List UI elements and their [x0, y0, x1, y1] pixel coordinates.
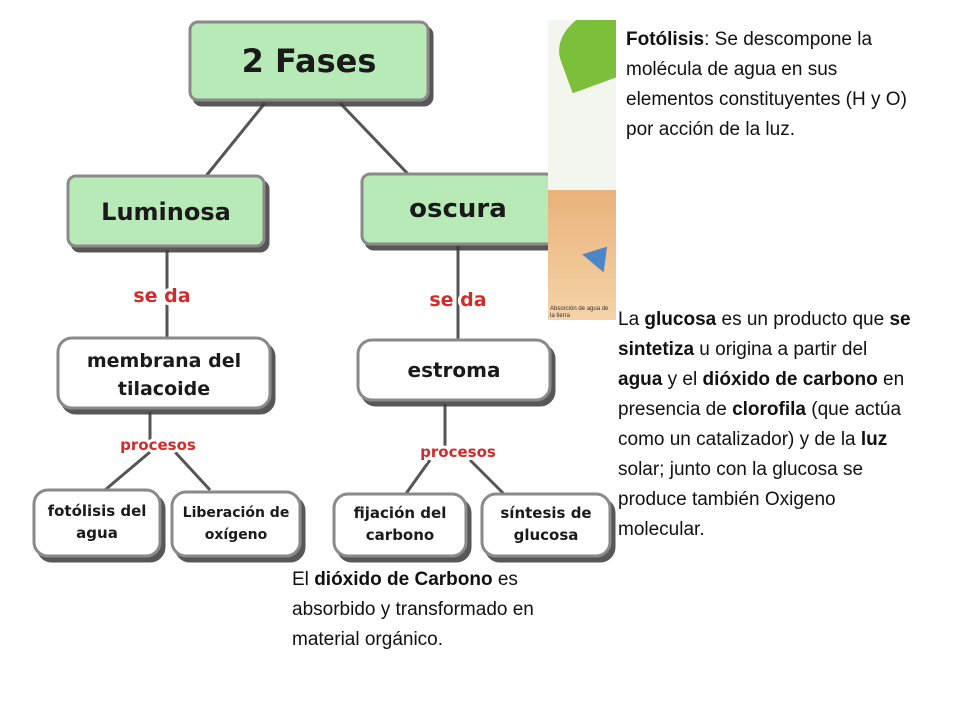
note-text: es absorbido y transformado en material …: [292, 569, 534, 650]
location-label: estroma: [408, 358, 501, 382]
emphasis-text: clorofila: [732, 399, 806, 420]
note-text: (que actúa como un catalizador) y de la: [618, 399, 902, 450]
label-line: tilacoide: [118, 378, 210, 400]
note-text: es un producto que: [716, 309, 890, 330]
location-label: membrana del tilacoide: [87, 350, 241, 400]
phase-label: oscura: [409, 194, 507, 224]
connector-lines: [104, 101, 507, 497]
label-line: síntesis de: [500, 504, 591, 522]
emphasis-text: glucosa: [644, 309, 717, 330]
label-line: agua: [76, 524, 118, 542]
note-text: y el: [662, 369, 703, 390]
process-node: síntesis de glucosa: [480, 492, 612, 558]
label-line: fotólisis del: [48, 502, 147, 520]
plant-illustration: Absorción de agua de la tierra: [548, 20, 616, 320]
dioxido-note: El dióxido de Carbono es absorbido y tra…: [292, 565, 592, 655]
label-line: glucosa: [514, 526, 579, 544]
note-text: El: [292, 569, 315, 590]
label-line: oxígeno: [205, 527, 268, 543]
phase-node-oscura: oscura: [360, 172, 556, 246]
illustration-caption: Absorción de agua de la tierra: [550, 306, 609, 319]
phase-node-luminosa: Luminosa: [66, 174, 266, 248]
note-text: solar; junto con la glucosa se produce t…: [618, 459, 864, 540]
emphasis-text: luz: [860, 429, 888, 450]
connector-label: se da: [429, 289, 486, 311]
title-text: 2 Fases: [242, 42, 377, 80]
label-line: membrana del: [87, 350, 241, 372]
location-node-tilacoide: membrana del tilacoide: [56, 336, 272, 410]
note-text: en presencia de: [618, 369, 905, 420]
connector-label: se da: [133, 285, 190, 307]
note-term: Fotólisis: [626, 29, 705, 50]
soil-shape: [548, 190, 616, 320]
note-text: : Se descompone la molécula de agua en s…: [626, 29, 907, 140]
note-text: u origina a partir del: [694, 339, 868, 360]
leaf-shape: [548, 20, 616, 94]
process-node: fijación del carbono: [332, 492, 468, 558]
emphasis-text: dióxido de carbono: [702, 369, 878, 390]
location-node-estroma: estroma: [356, 338, 552, 402]
label-line: carbono: [366, 526, 434, 544]
title-node: 2 Fases: [188, 20, 430, 102]
process-node: Liberación de oxígeno: [170, 490, 302, 558]
process-label: fijación del carbono: [354, 504, 447, 544]
emphasis-text: dióxido de Carbono: [314, 569, 493, 590]
glucosa-note: La glucosa es un producto que se sinteti…: [618, 305, 914, 545]
process-label: fotólisis del agua: [48, 502, 147, 542]
emphasis-text: se sintetiza: [618, 309, 911, 360]
process-label: síntesis de glucosa: [500, 504, 591, 544]
label-line: Liberación de: [183, 505, 290, 521]
note-text: La: [618, 309, 645, 330]
label-line: fijación del: [354, 504, 447, 522]
phase-label: Luminosa: [101, 198, 231, 226]
fotolisis-note: Fotólisis: Se descompone la molécula de …: [626, 25, 916, 145]
process-label: Liberación de oxígeno: [183, 505, 290, 543]
process-group-label: procesos: [420, 443, 496, 461]
process-node: fotólisis del agua: [32, 488, 162, 558]
emphasis-text: agua: [618, 369, 663, 390]
process-group-label: procesos: [120, 436, 196, 454]
